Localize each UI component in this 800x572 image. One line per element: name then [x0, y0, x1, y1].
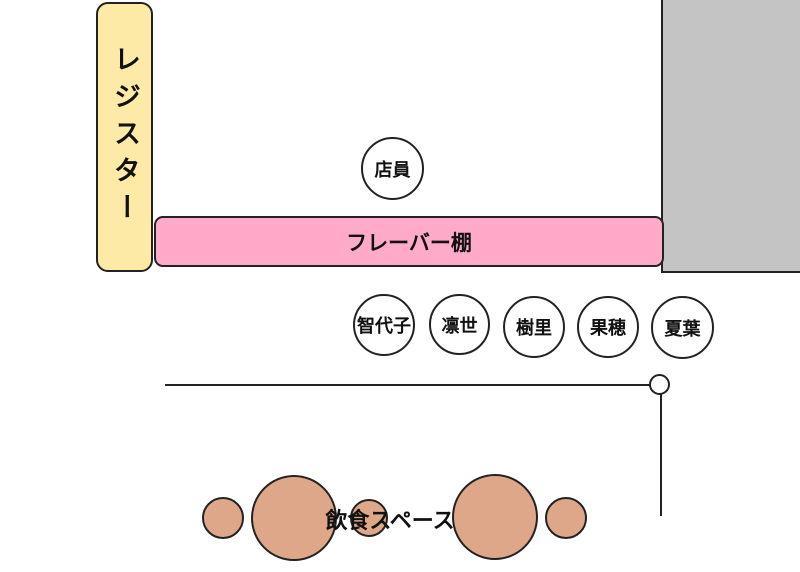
queue-line-vertical [660, 394, 662, 516]
staff-circle: 店員 [361, 137, 424, 200]
queue-line-horizontal [165, 384, 655, 386]
flavor-shelf: フレーバー棚 [154, 216, 664, 267]
customer-circle-1: 智代子 [353, 294, 415, 356]
dining-table-small-right [545, 497, 587, 539]
dining-table-large-left [251, 475, 337, 561]
dining-table-large-right [452, 474, 538, 560]
customer-circle-2: 凛世 [429, 294, 490, 355]
dining-table-small-left [202, 497, 244, 539]
queue-line-node [649, 374, 670, 395]
customer-circle-4: 果穂 [577, 296, 639, 358]
flavor-shelf-label: フレーバー棚 [346, 230, 472, 255]
dining-table-small-center [350, 499, 388, 537]
customer-circle-5: 夏葉 [651, 296, 714, 359]
register-label: レジスター [109, 44, 140, 230]
register-counter: レジスター [96, 2, 153, 272]
wall-block [661, 0, 800, 273]
dining-space-label: 飲食スペース [325, 509, 455, 534]
customer-circle-3: 樹里 [503, 296, 565, 358]
